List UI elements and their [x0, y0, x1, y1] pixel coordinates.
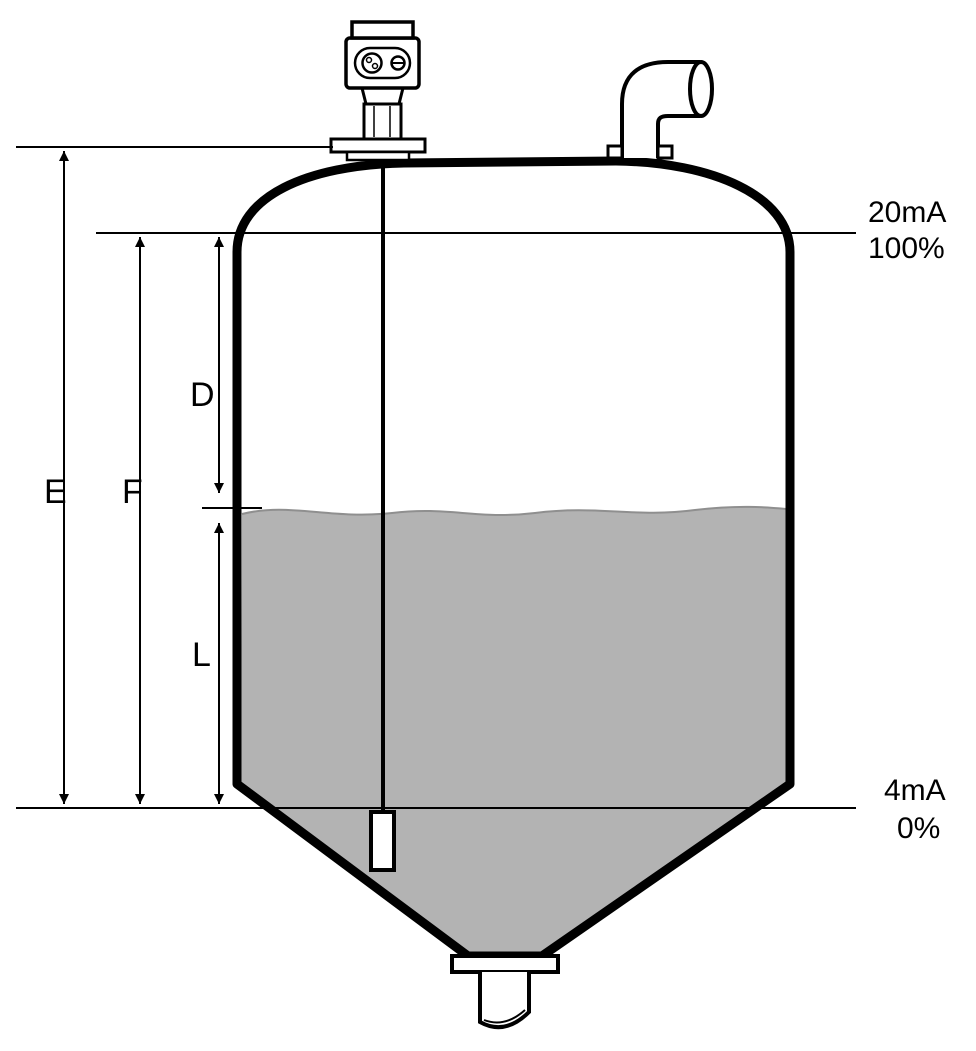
label-dimension-e: E	[44, 473, 67, 511]
probe	[369, 158, 396, 872]
transmitter-dial-dot	[365, 56, 373, 64]
transmitter-flange	[329, 137, 427, 154]
inlet-pipe-body	[622, 62, 700, 158]
probe-weight	[369, 810, 396, 872]
inlet-pipe-flange-right	[656, 144, 674, 160]
transmitter-thread	[362, 102, 403, 141]
bottom-outlet-stub	[478, 972, 531, 1030]
inlet-pipe-open-end	[688, 60, 714, 118]
inlet-pipe	[606, 60, 714, 160]
transmitter-dial-icon	[361, 52, 383, 74]
label-20ma: 20mA	[868, 196, 946, 229]
tank-outline	[232, 156, 795, 961]
transmitter-flange-lower	[345, 150, 411, 162]
transmitter-cap	[350, 20, 415, 40]
liquid-surface-line	[241, 505, 787, 517]
inlet-pipe-outer-edge	[620, 60, 700, 158]
inlet-pipe-flange-left	[606, 144, 624, 160]
label-100-percent: 100%	[868, 232, 945, 265]
label-dimension-f: F	[122, 473, 143, 511]
transmitter-neck	[360, 86, 405, 106]
label-0-percent: 0%	[897, 812, 940, 845]
bottom-outlet-stub-edge	[483, 1009, 526, 1024]
label-dimension-l: L	[192, 636, 211, 674]
inlet-pipe-inner-edge	[656, 114, 700, 158]
label-dimension-d: D	[190, 376, 215, 414]
liquid-fill	[241, 506, 786, 954]
level-transmitter	[329, 20, 427, 162]
bottom-outlet	[450, 954, 560, 1030]
label-4ma: 4mA	[884, 774, 946, 807]
bottom-outlet-flange	[450, 954, 560, 974]
transmitter-dial-dot	[371, 62, 379, 70]
